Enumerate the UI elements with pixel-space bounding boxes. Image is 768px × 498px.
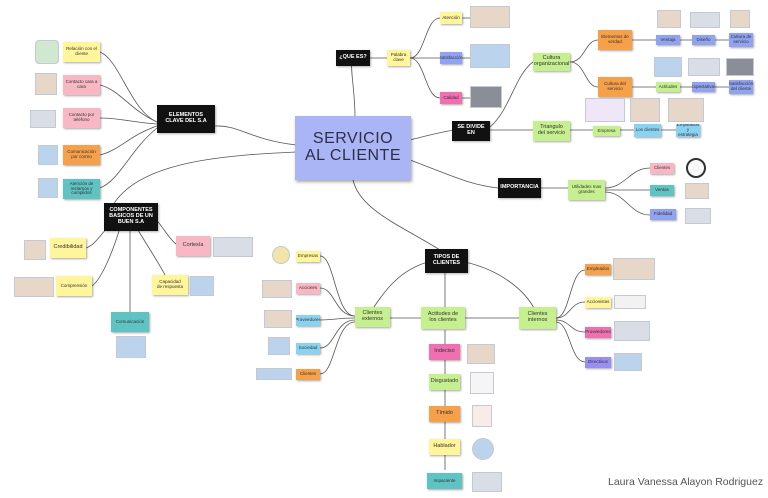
elementos-photo-3 [730, 10, 750, 28]
cortesia-photo [213, 237, 253, 257]
que-es-node: ¿QUE ES? [336, 50, 370, 66]
cultura-del-servicio-note: Cultura del servicio [598, 77, 632, 97]
sociedad-note: Sociedad [296, 343, 320, 354]
credibilidad-illustration [24, 240, 46, 260]
importancia-photo-2 [685, 183, 709, 199]
importancia-icon-1 [686, 158, 706, 178]
calidad-note: Calidad [440, 92, 462, 104]
empresas-note: Empresas [296, 251, 320, 262]
hablador-note: Hablador [429, 439, 460, 455]
timido-illustration [472, 405, 492, 427]
atencion-note: Atención [440, 12, 462, 24]
impaciente-note: Impaciente [427, 473, 462, 489]
accionistas-handshake [614, 295, 646, 309]
disgustado-note: Disgustado [429, 374, 460, 390]
contacto-cara-note: Contacto cara a cara [63, 75, 100, 95]
empresas-logo [272, 246, 290, 264]
diseno-note: Diseño [692, 35, 715, 45]
elementos-photo-2 [690, 12, 720, 28]
comunicacion-illustration [116, 336, 146, 358]
actitudes-clientes-note: Actitudes de los clientes [421, 307, 465, 329]
proveedores-ext-note: Proveedores [296, 315, 320, 326]
impaciente-photo [472, 472, 502, 492]
importancia-photo-3 [685, 208, 711, 224]
clientes-ext-note: Clientes [296, 369, 320, 380]
cultura-photo-1 [654, 57, 682, 77]
correo-icon [38, 145, 58, 165]
elementos-verdad-note: Elementos de verdad [598, 30, 632, 50]
clientes-internos-note: Clientes internos [519, 307, 556, 329]
cultura-photo-3 [726, 58, 754, 76]
ventaja-note: Ventaja [656, 35, 680, 45]
timido-note: Tímido [429, 406, 460, 422]
proveedores-int-note: Proveedores [585, 327, 611, 338]
cara-a-cara-icon [35, 73, 57, 95]
accionistas-note: Accionistas [585, 297, 611, 308]
acciones-photo [262, 280, 292, 298]
disgustado-illustration [470, 372, 494, 394]
comprension-note: Comprensión [56, 276, 92, 296]
comprension-photo [14, 277, 54, 297]
elementos-photo-1 [657, 10, 681, 28]
hablador-illustration [472, 438, 494, 460]
actitudes-note: Actitudes [656, 82, 680, 92]
expectativas-note: Expectativas [692, 82, 715, 92]
directivos-illustration [614, 353, 642, 371]
capacidad-illustration [190, 276, 214, 296]
empleados-note: Empleados [585, 264, 611, 275]
satisfaccion-note: Satisfacción [440, 52, 462, 64]
cortesia-note: Cortesía [176, 236, 210, 256]
satisfaccion-illustration [470, 44, 510, 68]
palabra-clave-note: Palabra clave [387, 50, 410, 66]
proveedores-photo [264, 310, 292, 328]
utilidades-note: Utilidades mas grandes [568, 180, 605, 200]
cultura-photo-2 [688, 58, 720, 76]
empleados-estrategia-note: Empleados y estrategia [676, 124, 700, 137]
los-clientes-note: Los clientes [634, 124, 661, 137]
clientes-group-illustration [256, 368, 292, 380]
atencion-photo [470, 6, 510, 28]
triangulo-diagram-image [585, 98, 625, 122]
credibilidad-note: Credibilidad [50, 238, 86, 258]
satisfaccion-cliente-note: Satisfacción del cliente [729, 80, 753, 94]
componentes-node: COMPONENTES BASICOS DE UN BUEN S.A [104, 203, 158, 231]
triangulo-photo-2 [668, 98, 704, 122]
indeciso-photo [467, 344, 495, 364]
contacto-telefono-note: Contacto por teléfono [63, 108, 100, 128]
importancia-node: IMPORTANCIA [498, 178, 541, 198]
author-credit: Laura Vanessa Alayon Rodriguez [608, 476, 764, 488]
cultura-organizacional-note: Cultura organizacional [533, 53, 570, 71]
acciones-note: Acciones [296, 283, 320, 294]
empleados-photo [613, 258, 655, 280]
relacion-icon [35, 40, 59, 64]
clientes-externos-note: Clientes externos [355, 307, 390, 327]
proveedores-int-photo [614, 321, 650, 341]
indeciso-note: Indeciso [429, 344, 460, 360]
capacidad-respuesta-note: Capacidad de respuesta [152, 275, 188, 295]
comunicacion-note: Comunicación [111, 312, 149, 332]
sociedad-illustration [268, 337, 290, 355]
central-topic: SERVICIO AL CLIENTE [295, 116, 411, 180]
reclamos-icon [38, 178, 58, 198]
reclamos-cumplidos-note: Atención de reclamos y cumplidos [63, 179, 100, 199]
telefono-icon [30, 110, 56, 128]
relacion-cliente-note: Relación con el cliente [63, 42, 100, 62]
ventas-note: Ventas [650, 185, 674, 196]
directivos-note: Directivos [585, 357, 611, 368]
fidelidad-note: Fidelidad [650, 209, 676, 220]
calidad-photo [470, 86, 502, 108]
comunicacion-correo-note: Comunicación por correo [63, 145, 100, 165]
tipos-clientes-node: TIPOS DE CLIENTES [425, 249, 468, 273]
triangulo-photo-1 [630, 98, 660, 122]
cultura-servicio-item-note: Cultura de servicio [729, 33, 753, 47]
triangulo-servicio-note: Triangulo del servicio [533, 121, 570, 141]
clientes-note: Clientes [650, 163, 674, 174]
empresa-note: Empresa [593, 126, 620, 136]
se-divide-node: SE DIVIDE EN [452, 121, 490, 141]
elementos-clave-node: ELEMENTOS CLAVE DEL S.A [157, 105, 215, 133]
